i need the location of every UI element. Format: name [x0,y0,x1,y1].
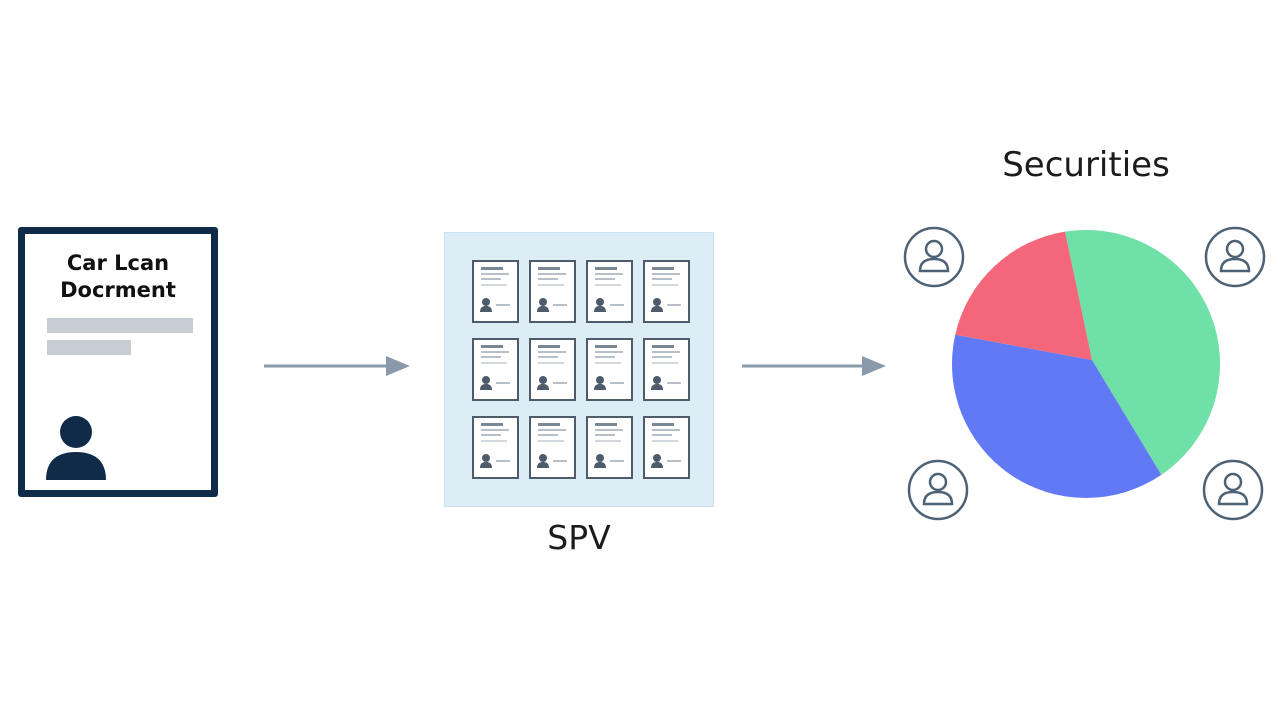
spv-loan-document [472,416,519,479]
spv-loan-document [643,260,690,323]
spv-loan-document [586,260,633,323]
document-text-line [47,318,193,333]
arrow-right-icon [742,356,886,376]
investor-icon-bottom-left [907,459,969,521]
spv-loan-document [586,338,633,401]
loan-document-title: Car Lcan Docrment [60,251,176,302]
spv-loan-document [472,338,519,401]
car-loan-document: Car Lcan Docrment [18,227,218,497]
loan-document-grid [472,260,690,479]
spv-loan-document [529,416,576,479]
pie-slice-2 [952,334,1162,498]
spv-loan-document [643,416,690,479]
arrow-right-icon [264,356,410,376]
investor-icon-top-right [1204,226,1266,288]
spv-loan-document [643,338,690,401]
pie-slice-3 [955,231,1092,360]
spv-loan-document [529,260,576,323]
spv-loan-document [586,416,633,479]
securities-title: Securities [1002,145,1170,185]
spv-loan-document [472,260,519,323]
pie-slice-1 [1065,230,1220,475]
document-text-line [47,340,131,355]
spv-loan-document [529,338,576,401]
spv-label: SPV [547,518,611,557]
investor-icon-bottom-right [1202,459,1264,521]
spv-box [444,232,714,507]
person-icon [46,416,106,480]
securities-pie-chart [952,230,1220,498]
investor-icon-top-left [903,226,965,288]
